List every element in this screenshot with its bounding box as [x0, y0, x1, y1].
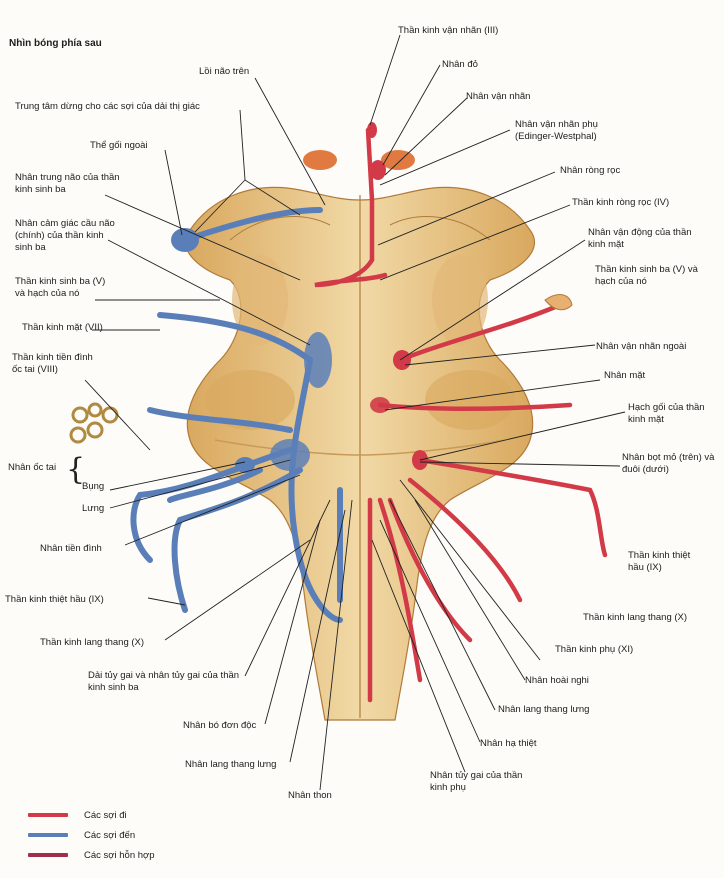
label-ventral: Bụng: [82, 481, 105, 492]
label-solitary-nucleus: Nhân bó đơn độc: [183, 720, 257, 731]
legend-efferent: Các sợi đi: [28, 810, 127, 821]
view-title: Nhìn bóng phía sau: [9, 38, 102, 49]
legend-mixed-swatch: [28, 853, 68, 858]
label-facial-nucleus: Nhân mặt: [604, 370, 646, 381]
label-nucleus-ambiguus: Nhân hoài nghi: [525, 675, 589, 686]
brace-icon: {: [66, 452, 86, 487]
label-superior-colliculus: Lồi não trên: [199, 66, 250, 77]
legend-mixed-label: Các sợi hỗn hợp: [84, 850, 155, 861]
label-geniculate-ganglion: Hạch gối của thần kinh mặt: [628, 402, 705, 425]
label-trigeminal-nerve-left: Thần kinh sinh ba (V) và hạch của nó: [15, 276, 106, 299]
legend-afferent: Các sợi đến: [28, 830, 135, 841]
label-trigeminal-nerve-right: Thần kinh sinh ba (V) và hạch của nó: [595, 264, 698, 287]
label-hypoglossal-nucleus: Nhân hạ thiệt: [480, 738, 537, 749]
legend-efferent-label: Các sợi đi: [84, 810, 127, 821]
trigeminal-sensory-nucleus: [304, 332, 332, 388]
label-abducens-nucleus: Nhân vận nhãn ngoài: [596, 341, 687, 352]
label-glossopharyngeal-nerve-left: Thần kinh thiệt hầu (IX): [5, 594, 104, 605]
label-glossopharyngeal-nerve-right: Thần kinh thiệt hầu (IX): [628, 550, 691, 573]
label-vagus-nerve-left: Thần kinh lang thang (X): [40, 637, 145, 648]
oculomotor-nucleus: [370, 160, 386, 180]
label-cochlear-nucleus: Nhân ốc tai: [8, 462, 57, 473]
label-spinal-accessory-nucleus: Nhân tủy gai của thần kinh phụ: [430, 770, 523, 793]
oculomotor-nerve-root: [367, 122, 377, 138]
label-trochlear-nucleus: Nhân ròng rọc: [560, 165, 621, 176]
label-vestibulocochlear-nerve: Thần kinh tiền đình ốc tai (VIII): [12, 352, 93, 375]
label-trochlear-nerve: Thần kinh ròng rọc (IV): [572, 197, 670, 208]
cochlea-icon: [69, 402, 119, 444]
brainstem-body: [184, 186, 536, 721]
label-dorsal: Lưng: [82, 503, 105, 514]
trigeminal-ganglion: [544, 294, 573, 311]
cochlear-nucleus: [235, 457, 255, 473]
abducens-nucleus: [393, 350, 411, 370]
legend-afferent-swatch: [28, 833, 68, 838]
legend-mixed: Các sợi hỗn hợp: [28, 850, 155, 861]
vestibular-nucleus: [270, 439, 310, 471]
label-spinal-trigeminal-tract: Dải tủy gai và nhân tủy gai của thần kin…: [88, 670, 240, 693]
colliculus-left: [303, 150, 337, 170]
label-vestibular-nucleus: Nhân tiền đình: [40, 543, 102, 554]
label-accessory-nerve: Thần kinh phụ (XI): [555, 644, 634, 655]
legend-afferent-label: Các sợi đến: [84, 830, 136, 841]
lateral-geniculate-body: [171, 228, 199, 252]
label-dorsal-vagal-nucleus-right: Nhân lang thang lưng: [498, 704, 590, 715]
label-lateral-geniculate: Thể gối ngoài: [90, 140, 148, 151]
leader-lines: [84, 34, 626, 791]
facial-nucleus: [370, 397, 390, 413]
label-edinger-westphal: Nhân vận nhãn phụ (Edinger-Westphal): [515, 119, 598, 142]
label-salivatory-nuclei: Nhân bọt mỏ (trên) và đuôi (dưới): [622, 452, 715, 475]
legend-efferent-swatch: [28, 813, 68, 818]
label-gracile-nucleus: Nhân thon: [288, 790, 332, 801]
label-dorsal-vagal-nucleus-left: Nhân lang thang lưng: [185, 759, 277, 770]
label-oculomotor-nucleus: Nhân vận nhãn: [466, 91, 531, 102]
label-oculomotor-nerve: Thần kinh vận nhãn (III): [398, 25, 499, 36]
label-red-nucleus: Nhân đỏ: [442, 59, 478, 70]
label-mesencephalic-trigeminal-nucleus: Nhân trung não của thần kinh sinh ba: [15, 172, 120, 195]
label-facial-motor-nucleus: Nhân vận động của thần kinh mặt: [588, 227, 692, 250]
label-vagus-nerve-right: Thần kinh lang thang (X): [583, 612, 688, 623]
label-optic-tract-center: Trung tâm dừng cho các sợi của dải thị g…: [15, 101, 200, 112]
efferent-nerves: [314, 127, 608, 703]
label-principal-sensory-trigeminal-nucleus: Nhân cảm giác cầu não (chính) của thần k…: [15, 218, 115, 253]
label-facial-nerve: Thần kinh mặt (VII): [22, 322, 103, 333]
